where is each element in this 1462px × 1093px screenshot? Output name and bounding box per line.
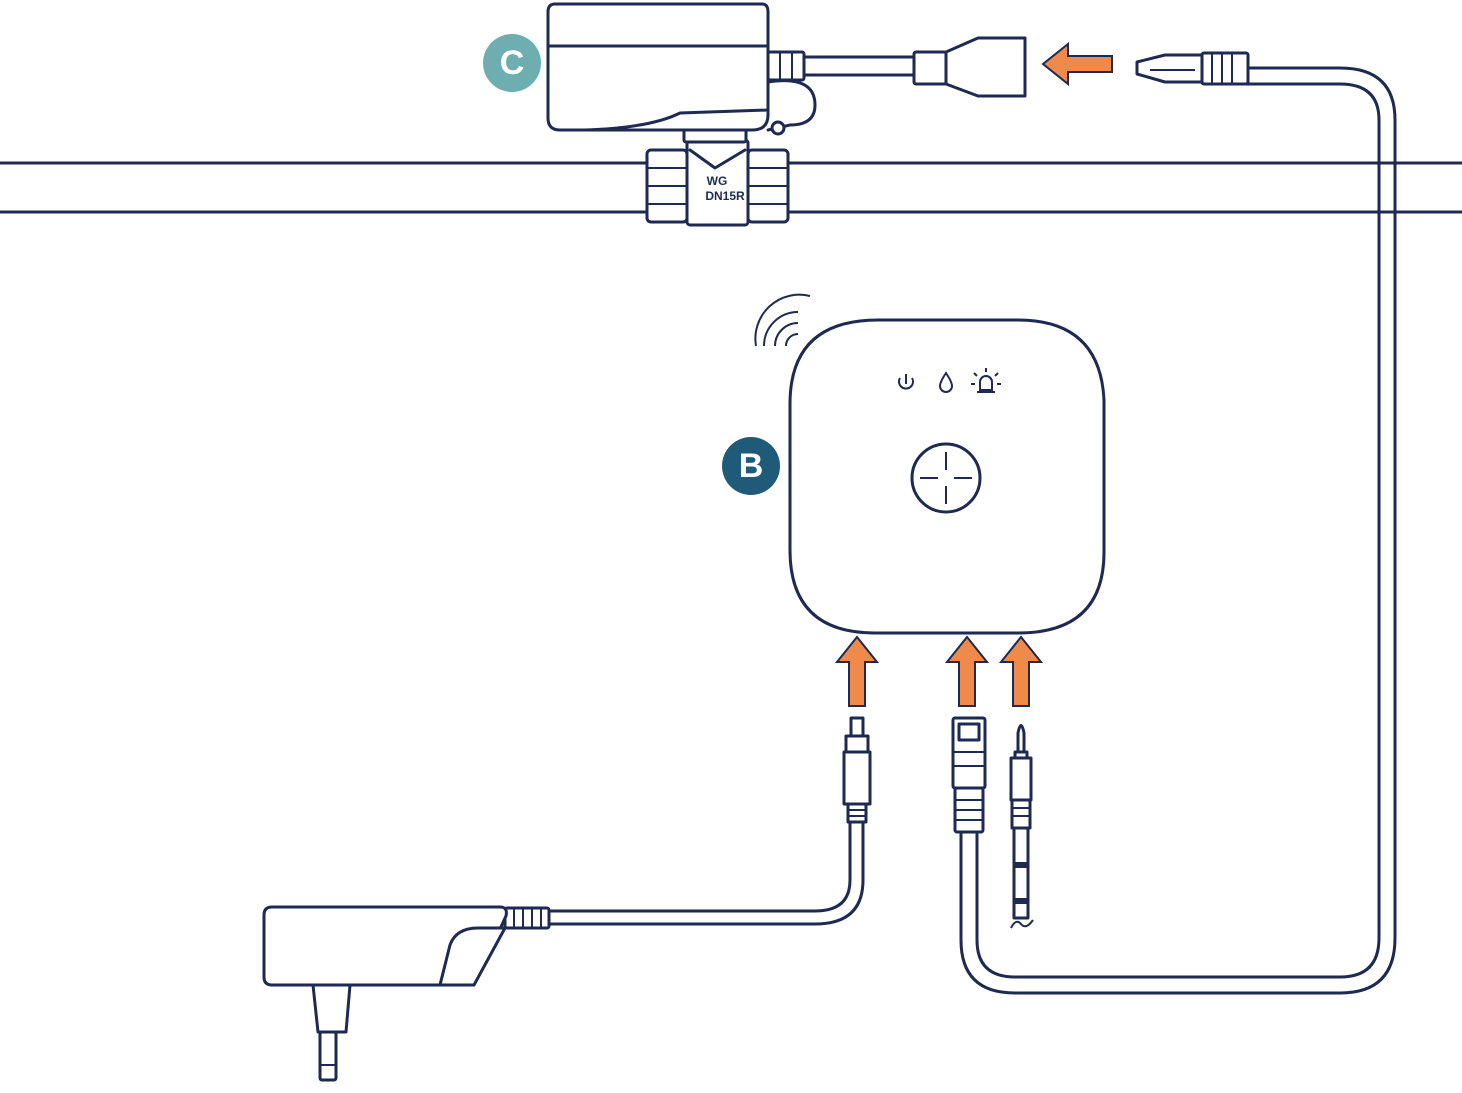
label-badge-b: B: [722, 437, 780, 495]
valve-label-1: WG: [707, 174, 728, 188]
wifi-signal-icon: [754, 293, 811, 347]
control-hub: [788, 318, 1106, 635]
dc-power-plug: [548, 716, 872, 926]
motorized-valve: WG DN15R: [546, 2, 1027, 227]
alarm-icon: [971, 368, 1001, 393]
rj45-plug-top: [1135, 51, 1250, 86]
arrow-left-to-valve: [1041, 41, 1113, 87]
valve-label-2: DN15R: [705, 189, 745, 203]
cross-button-icon: [910, 442, 982, 514]
sensor-jack-plug: [1009, 724, 1034, 929]
valve-cable: [959, 66, 1397, 995]
connection-arrows: [834, 41, 1113, 707]
label-badge-c: C: [483, 34, 541, 92]
water-drop-icon: [938, 371, 954, 393]
power-adapter: [262, 905, 551, 1082]
power-icon: [898, 374, 914, 390]
arrow-up-rj45: [944, 635, 990, 707]
arrow-up-power: [834, 635, 880, 707]
rj45-plug-bottom: [951, 716, 987, 834]
arrow-up-sensor: [998, 635, 1044, 707]
